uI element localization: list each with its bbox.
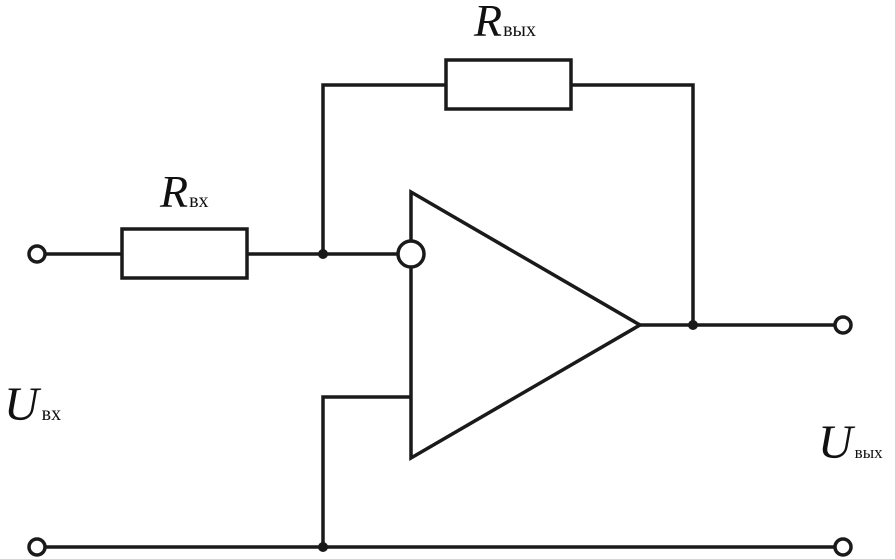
output-voltage-symbol: U — [818, 416, 856, 469]
input-voltage-subscript: вх — [42, 403, 61, 425]
input-voltage-symbol: U — [4, 378, 42, 431]
input-resistor-subscript: вх — [189, 190, 208, 212]
inverting-input-bubble — [396, 239, 426, 269]
input-ground-terminal — [27, 537, 47, 557]
output-voltage-subscript: вых — [855, 443, 883, 462]
op-amp-triangle — [409, 188, 644, 462]
input-resistor-symbol: R — [159, 166, 188, 217]
feedback-right-wire — [569, 83, 695, 327]
output-terminal — [833, 315, 853, 335]
output-node-junction — [688, 320, 698, 330]
non-inverting-input-wire — [321, 395, 413, 549]
input-resistor-label: Rвх — [159, 166, 209, 217]
feedback-resistor-label: Rвых — [473, 0, 536, 46]
input-terminal — [27, 244, 47, 264]
feedback-left-wire — [321, 83, 448, 256]
input-resistor — [120, 227, 249, 280]
feedback-resistor-subscript: вых — [503, 19, 536, 41]
ground-node-junction — [318, 542, 328, 552]
feedback-resistor — [444, 58, 573, 111]
feedback-resistor-symbol: R — [473, 0, 502, 46]
output-ground-terminal — [833, 537, 853, 557]
input-node-junction — [318, 249, 328, 259]
